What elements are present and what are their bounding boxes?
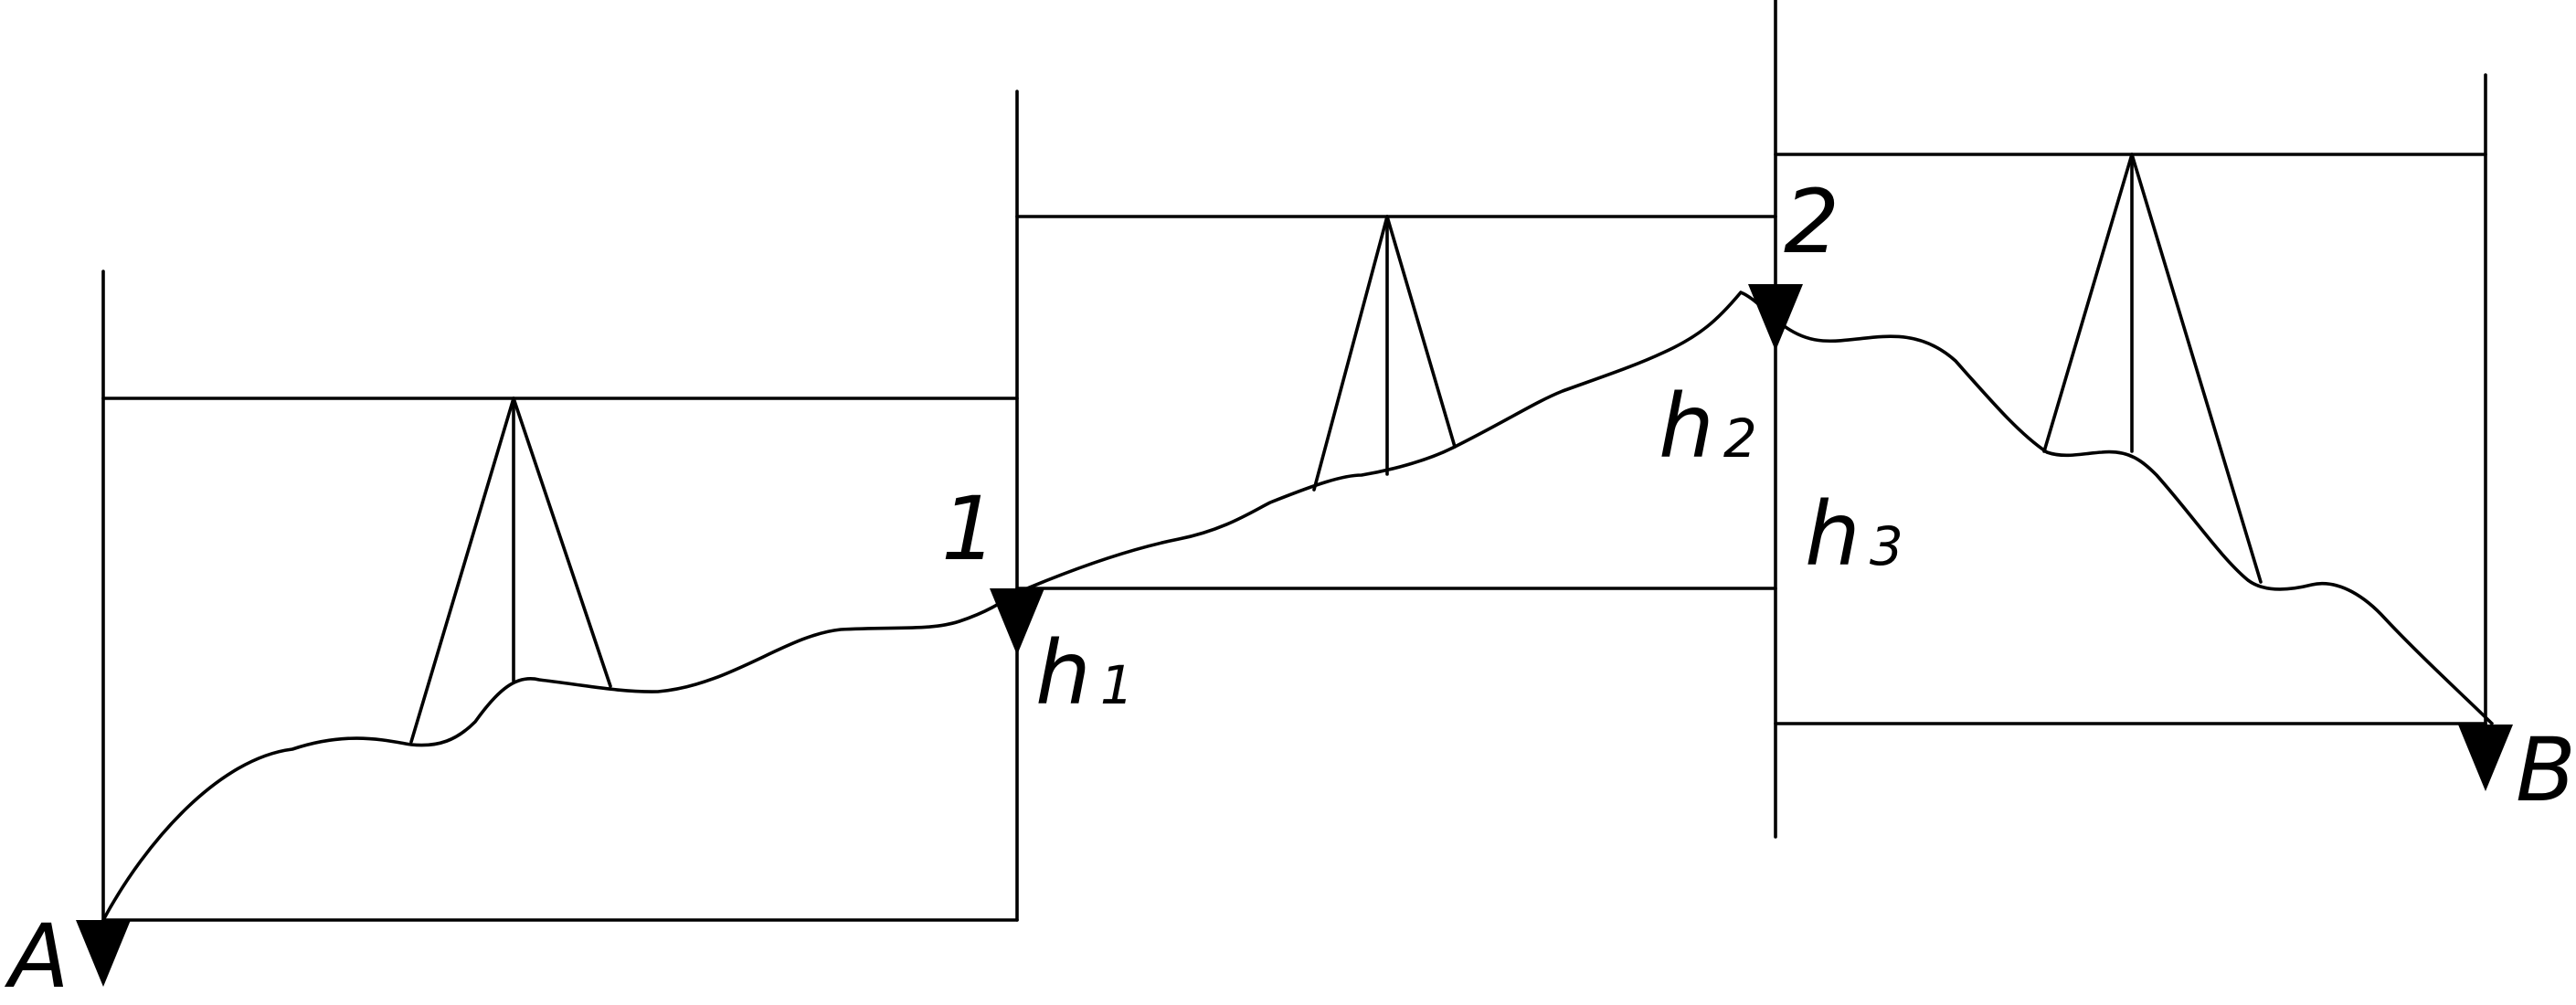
- point-A-marker: [76, 920, 131, 987]
- label-point-1: 1: [941, 478, 997, 580]
- level-instrument-2-leg-right: [1385, 215, 1457, 449]
- level-instrument-3-leg-left: [2042, 153, 2134, 453]
- label-h1-index: 1: [1100, 654, 1134, 716]
- label-h3-letter: h: [1805, 483, 1860, 586]
- label-h2-index: 2: [1723, 407, 1757, 470]
- point-1-marker: [990, 588, 1044, 655]
- point-2-marker: [1748, 284, 1803, 351]
- section-3-frame: [1774, 73, 2487, 726]
- point-B-marker: [2458, 725, 2513, 791]
- level-instrument-2-leg-left: [1312, 215, 1389, 492]
- terrain-profile: [101, 291, 2495, 921]
- label-h1-letter: h: [1035, 622, 1091, 725]
- label-h2-letter: h: [1659, 376, 1714, 478]
- level-instrument-3-leg-right: [2130, 153, 2263, 584]
- label-point-2: 2: [1784, 171, 1839, 273]
- label-h3-index: 3: [1870, 515, 1903, 577]
- label-point-A: A: [4, 905, 69, 1005]
- level-instrument-1-leg-left: [409, 397, 515, 744]
- section-1-frame: [101, 90, 1019, 922]
- level-instrument-1-leg-right: [512, 397, 612, 688]
- label-point-B: B: [2516, 719, 2576, 821]
- section-2-frame: [1015, 0, 1777, 839]
